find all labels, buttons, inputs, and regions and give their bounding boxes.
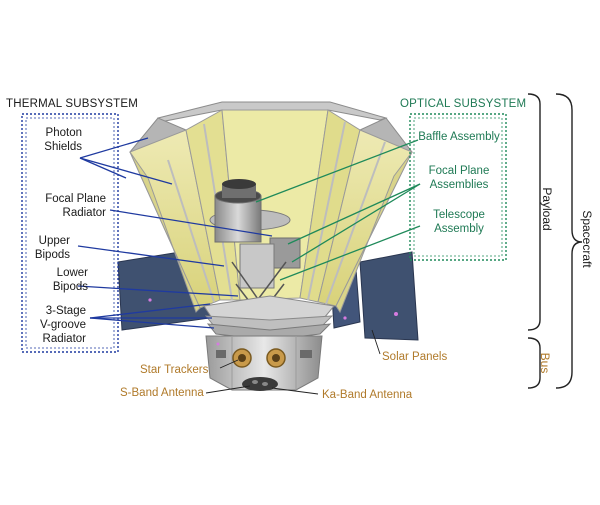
- label-focal-plane-assemblies: Focal Plane Assemblies: [428, 165, 490, 191]
- thermal-subsystem-box: [21, 113, 119, 353]
- telescope: [209, 179, 301, 319]
- v-groove-radiator: [203, 295, 335, 341]
- optical-leader-lines: [255, 139, 421, 281]
- label-baffle-assembly: Baffle Assembly: [418, 131, 500, 143]
- label-solar-panels: Solar Panels: [382, 351, 448, 363]
- label-v-groove-radiator: 3-Stage V-groove Radiator: [39, 305, 86, 345]
- optical-subsystem-header: OPTICAL SUBSYSTEM: [400, 98, 527, 110]
- brackets: [527, 93, 583, 389]
- label-photon-shields: Photon Shields: [44, 127, 82, 153]
- label-ka-band-antenna: Ka-Band Antenna: [322, 389, 413, 401]
- thermal-leader-lines: [77, 137, 273, 329]
- thermal-subsystem-box-inner: [25, 117, 115, 349]
- label-s-band-antenna: S-Band Antenna: [120, 387, 204, 399]
- thermal-subsystem-header: THERMAL SUBSYSTEM: [6, 98, 139, 110]
- optical-subsystem-box-inner: [413, 117, 503, 257]
- optical-subsystem-box: [409, 113, 507, 261]
- label-upper-bipods: Upper Bipods: [34, 235, 70, 261]
- bus-leader-lines: [205, 329, 381, 395]
- label-bus: Bus: [538, 352, 552, 374]
- spacecraft-bus: [205, 335, 323, 391]
- label-spacecraft: Spacecraft: [580, 210, 594, 268]
- label-focal-plane-radiator: Focal Plane Radiator: [45, 193, 106, 219]
- label-star-trackers: Star Trackers: [140, 364, 209, 376]
- label-lower-bipods: Lower Bipods: [52, 267, 88, 293]
- label-payload: Payload: [540, 187, 554, 231]
- label-telescope-assembly: Telescope Assembly: [433, 209, 485, 235]
